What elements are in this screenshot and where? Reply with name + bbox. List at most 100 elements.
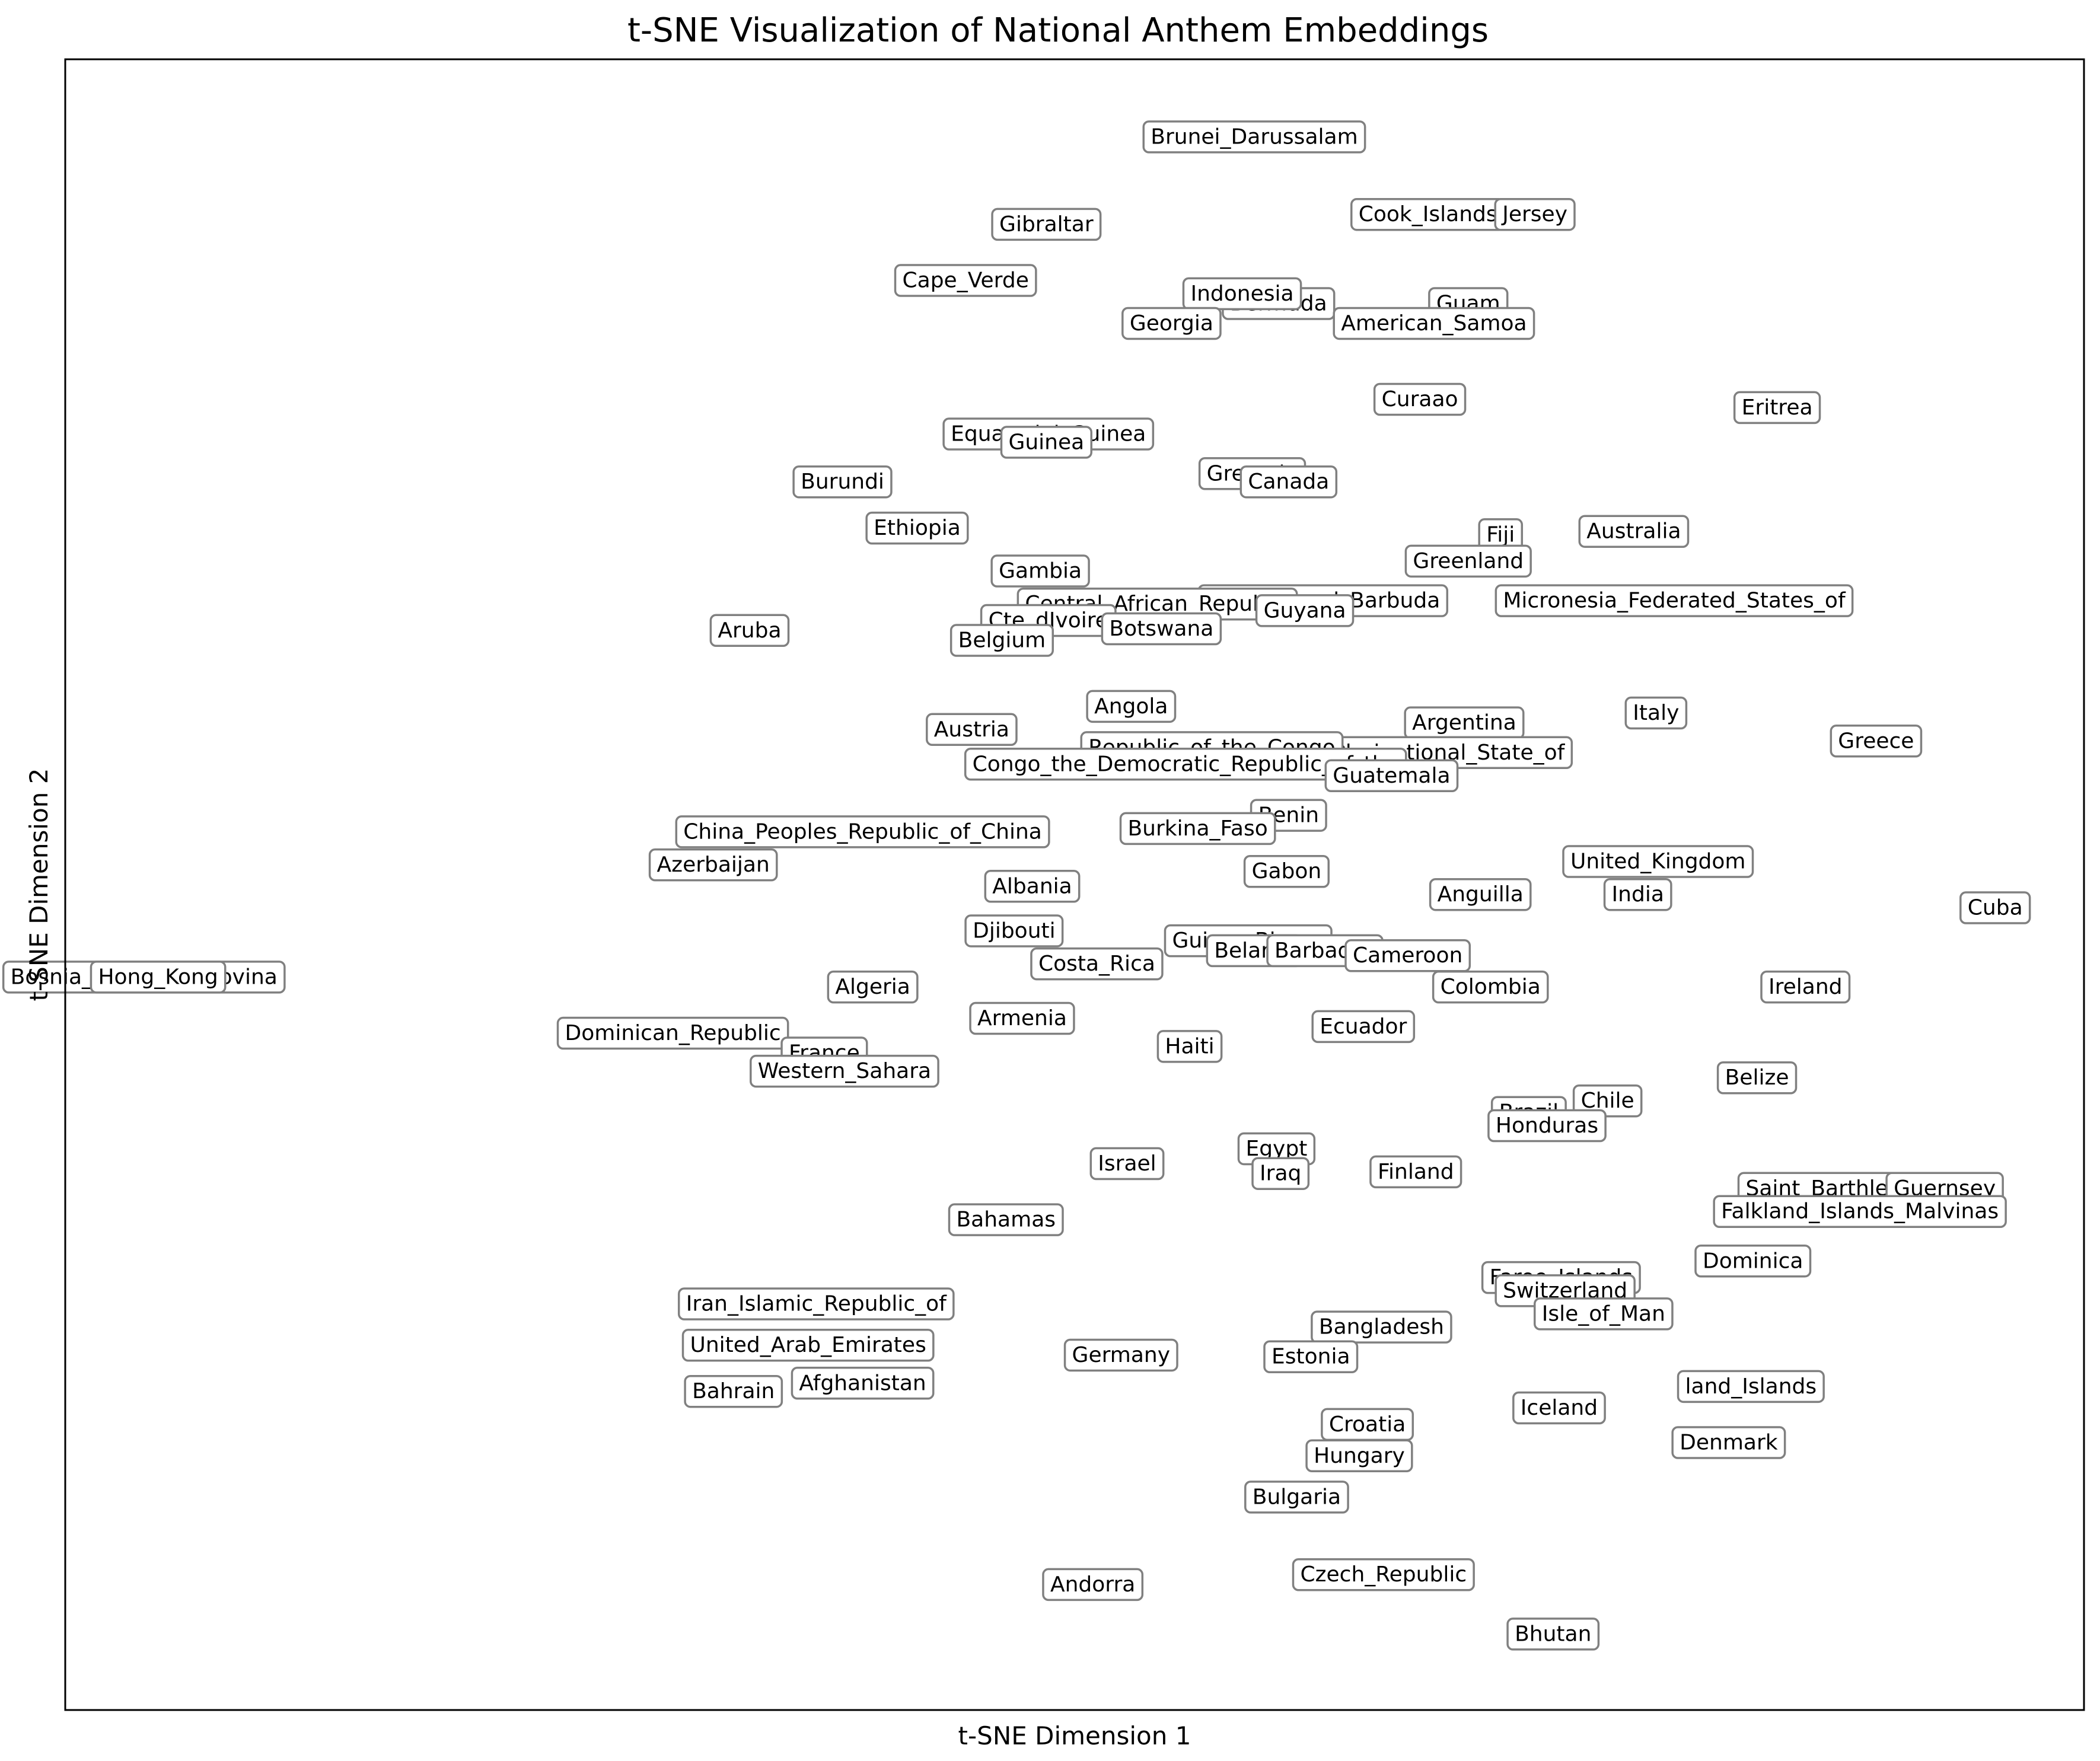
point-label-box: [1487, 1109, 1607, 1143]
point-label-text: Gabon: [1252, 859, 1322, 883]
point-label: Iraq: [1251, 1157, 1310, 1190]
point-label-box: [1121, 307, 1222, 340]
point-label-text: Ecuador: [1320, 1015, 1407, 1039]
point-label: Dominican_Republic: [556, 1016, 789, 1050]
point-label-box: [1671, 1426, 1786, 1459]
point-label-text: India: [1612, 882, 1664, 907]
point-label: Egypt: [1237, 1132, 1316, 1166]
point-label-box: [991, 208, 1102, 241]
point-label-text: Estonia: [1272, 1345, 1350, 1369]
point-label: Bulgaria: [1244, 1481, 1349, 1514]
point-label-text: Djibouti: [973, 918, 1056, 943]
point-label: American_Samoa: [1333, 307, 1535, 340]
point-label-box: [1432, 970, 1549, 1004]
point-label-text: Iraq: [1260, 1162, 1301, 1186]
point-label: Indonesia: [1182, 277, 1302, 311]
point-label-box: [1333, 307, 1535, 340]
point-label: Czech_Republic: [1292, 1558, 1475, 1591]
point-label: Ecuador: [1311, 1010, 1416, 1044]
point-label-text: Jersey: [1501, 202, 1567, 226]
point-label-box: [1429, 878, 1532, 911]
point-label: Germany: [1063, 1338, 1178, 1372]
point-label-text: Bulgaria: [1253, 1485, 1341, 1509]
point-label-text: Isle_of_Man: [1542, 1301, 1665, 1326]
point-label-text: United_Arab_Emirates: [690, 1333, 926, 1357]
point-label-text: Belize: [1725, 1065, 1789, 1090]
point-label-text: Albania: [992, 874, 1072, 898]
point-label-text: land_Islands: [1685, 1374, 1817, 1399]
point-label-text: Guyana: [1264, 598, 1346, 623]
point-label-text: Georgia: [1130, 311, 1213, 336]
point-label-text: Eritrea: [1742, 395, 1813, 420]
point-label-box: [990, 554, 1090, 588]
point-label: Djibouti: [964, 914, 1064, 948]
point-label-box: [1760, 970, 1851, 1004]
point-label: Ireland: [1760, 970, 1851, 1004]
point-label-text: Chile: [1581, 1089, 1634, 1113]
point-label-box: [984, 870, 1081, 903]
plot-area-frame: [64, 58, 2085, 1711]
point-label: Costa_Rica: [1030, 947, 1164, 981]
point-label-box: [792, 465, 893, 499]
point-label-text: Costa_Rica: [1038, 952, 1155, 976]
point-label-text: Gambia: [999, 559, 1082, 583]
x-axis-label: t-SNE Dimension 1: [958, 1721, 1191, 1750]
point-label: Belgium: [949, 624, 1054, 657]
point-label-text: Colombia: [1441, 975, 1541, 999]
point-label-text: Belgium: [958, 628, 1046, 652]
point-label-text: Ireland: [1768, 975, 1843, 999]
point-label-box: [1239, 465, 1338, 499]
point-label-box: [1713, 1195, 2007, 1228]
point-label-box: [964, 914, 1064, 948]
point-label: Falkland_Islands_Malvinas: [1713, 1195, 2007, 1228]
point-label: Bahrain: [684, 1374, 783, 1408]
point-label-text: Austria: [934, 717, 1009, 742]
point-label-box: [684, 1374, 783, 1408]
point-label-box: [1311, 1010, 1416, 1044]
point-label-text: Israel: [1098, 1151, 1156, 1176]
point-label: Guatemala: [1324, 759, 1459, 793]
point-label-text: Afghanistan: [799, 1371, 926, 1395]
point-label: United_Kingdom: [1562, 845, 1754, 878]
point-label-text: Cape_Verde: [903, 269, 1029, 293]
point-label: Algeria: [827, 970, 919, 1004]
point-label: Denmark: [1671, 1426, 1786, 1459]
point-label-box: [675, 815, 1050, 848]
point-label-box: [1042, 1568, 1144, 1602]
point-label: Haiti: [1156, 1030, 1223, 1063]
point-label: Cape_Verde: [894, 264, 1037, 297]
point-label: Cook_Islands: [1350, 197, 1506, 231]
point-label-text: Bahrain: [692, 1379, 775, 1403]
point-label: Brunei_Darussalam: [1142, 120, 1366, 154]
point-label-box: [969, 1001, 1075, 1035]
point-label-box: [1142, 120, 1366, 154]
point-label-box: [827, 970, 919, 1004]
point-label: Guinea: [1000, 426, 1092, 459]
point-label-box: [1344, 939, 1471, 972]
point-label: Curaao: [1373, 382, 1467, 416]
point-label-box: [1624, 696, 1688, 730]
point-label-box: [1251, 1157, 1310, 1190]
point-label: Burundi: [792, 465, 893, 499]
point-label-box: [1119, 812, 1276, 846]
point-label: Canada: [1239, 465, 1338, 499]
point-label-box: [1182, 277, 1302, 311]
point-label: India: [1603, 878, 1672, 911]
point-label-text: Bahamas: [956, 1208, 1056, 1232]
point-label-text: Greenland: [1413, 549, 1524, 573]
point-label-text: Honduras: [1496, 1114, 1598, 1138]
point-label-text: Egypt: [1245, 1137, 1307, 1161]
point-label-box: [1534, 1297, 1674, 1331]
point-label: Fiji: [1478, 518, 1524, 551]
point-label: Aruba: [709, 614, 790, 647]
point-label: Estonia: [1263, 1340, 1359, 1373]
point-label-text: Micronesia_Federated_States_of: [1503, 589, 1846, 613]
point-label-box: [677, 1287, 955, 1320]
point-label-text: Cook_Islands: [1359, 202, 1497, 226]
point-label: Burkina_Faso: [1119, 812, 1276, 846]
point-label: Isle_of_Man: [1534, 1297, 1674, 1331]
point-label-text: Western_Sahara: [758, 1059, 931, 1083]
point-label: Bhutan: [1506, 1618, 1600, 1651]
point-label-text: Dominica: [1703, 1249, 1803, 1273]
point-label: Bangladesh: [1311, 1310, 1452, 1344]
